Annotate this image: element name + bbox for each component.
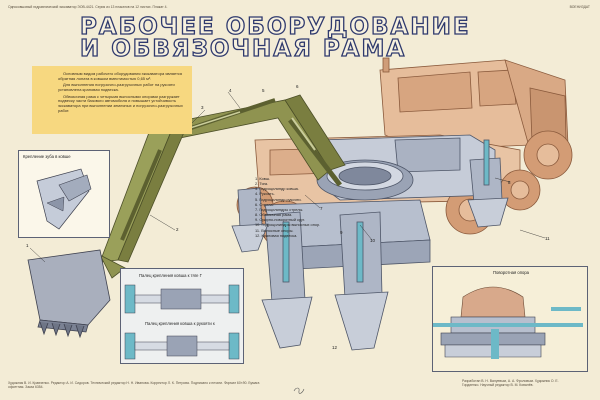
parts-legend: 1. Ковш. 2. Тяга. 3. Гидроцилиндр ковша.… xyxy=(255,176,339,238)
description-paragraph: Для выполнения погрузочно-разгрузочных р… xyxy=(58,82,175,93)
legend-item: 8. Обвязочная рама. xyxy=(255,212,293,218)
callout-number: 7 xyxy=(320,206,323,211)
callout-number: 5 xyxy=(262,88,265,93)
pins-drawing xyxy=(124,284,240,360)
legend-item: 9. Опорно-поворотный круг. xyxy=(255,217,305,223)
legend-item: 2. Тяга. xyxy=(255,181,269,187)
callout-number: 4 xyxy=(229,88,232,93)
callout-number: 3 xyxy=(201,105,204,110)
callout-number: 11 xyxy=(545,236,550,241)
callout-number: 2 xyxy=(176,227,179,232)
callout-number: 10 xyxy=(370,238,376,243)
title-line-1: РАБОЧЕЕ ОБОРУДОВАНИЕ xyxy=(79,14,471,40)
legend-item: 7. Гидроцилиндры стрелы. xyxy=(255,206,304,212)
callout-number: 9 xyxy=(340,230,343,235)
legend-item: 5. Гидроцилиндр рукояти. xyxy=(255,196,302,202)
inset-pins-label-bottom: Палец крепления ковша к рукояти к xyxy=(145,321,215,326)
inset-pins-label-top: Палец крепления ковша к тяге Г xyxy=(139,273,202,278)
description-paragraph: Основным видом рабочего оборудования экс… xyxy=(58,71,183,81)
footer-right-text: Разработан В. Н. Валуевым, А. А. Фроловы… xyxy=(462,379,559,388)
swing-drawing xyxy=(433,286,583,359)
callout-number: 8 xyxy=(508,180,511,185)
description-box: Основным видом рабочего оборудования экс… xyxy=(32,66,192,134)
callout-leaders xyxy=(29,91,546,263)
legend-item: 1. Ковш. xyxy=(255,176,271,181)
inset-tooth-mount: Крепление зуба в ковше xyxy=(18,150,110,238)
inset-swing-bearing: Поворотная опора xyxy=(432,266,588,372)
boom-assembly xyxy=(99,94,346,279)
footer-left-text: Художник В. И. Кравченко. Редактор А. И.… xyxy=(8,381,260,390)
legend-item: 10. Гидроцилиндры выносных опор. xyxy=(255,222,321,228)
legend-item: 12. Крановая подвеска. xyxy=(255,232,298,238)
title-line-2: И ОБВЯЗОЧНАЯ РАМА xyxy=(79,36,407,62)
callout-number: 6 xyxy=(296,84,299,89)
inset-swing-label: Поворотная опора xyxy=(493,270,529,275)
header-right-text: ВОЕНИЗДАТ xyxy=(569,5,590,9)
frame-steel xyxy=(231,134,509,351)
legend-item: 3. Гидроцилиндр ковша. xyxy=(255,186,299,192)
header-left-text: Одноковшовый гидравлический экскаватор Э… xyxy=(8,5,168,9)
legend-item: 6. Стрела. xyxy=(255,201,274,207)
inset-tooth-label: Крепление зуба в ковше xyxy=(23,154,71,159)
inset-bucket-pins: Палец крепления ковша к тяге Г Палец кре… xyxy=(120,268,244,364)
bucket xyxy=(27,249,111,339)
description-paragraph: Обвязочная рама с четырьмя выносными опо… xyxy=(58,93,183,114)
callout-number: 1 xyxy=(26,243,29,248)
callout-number: 12 xyxy=(332,345,338,350)
handwritten-mark xyxy=(293,387,305,394)
legend-item: 4. Рукоять. xyxy=(255,191,275,197)
tooth-drawing xyxy=(36,168,92,230)
legend-item: 11. Выносные опоры. xyxy=(255,227,294,233)
